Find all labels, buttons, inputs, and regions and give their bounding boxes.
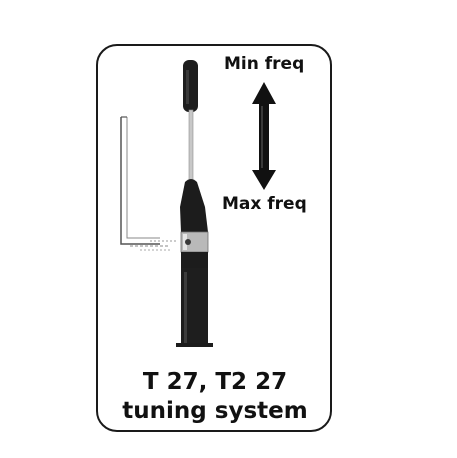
min-freq-label: Min freq [224, 54, 305, 74]
mount-bracket [120, 116, 178, 251]
max-freq-label: Max freq [222, 194, 307, 214]
double-arrow-icon [252, 82, 276, 190]
caption-system-name: tuning system [122, 398, 308, 424]
set-screw-icon [185, 239, 191, 245]
antenna-body [176, 179, 213, 347]
caption-model-names: T 27, T2 27 [142, 369, 288, 395]
card-border [96, 44, 332, 432]
